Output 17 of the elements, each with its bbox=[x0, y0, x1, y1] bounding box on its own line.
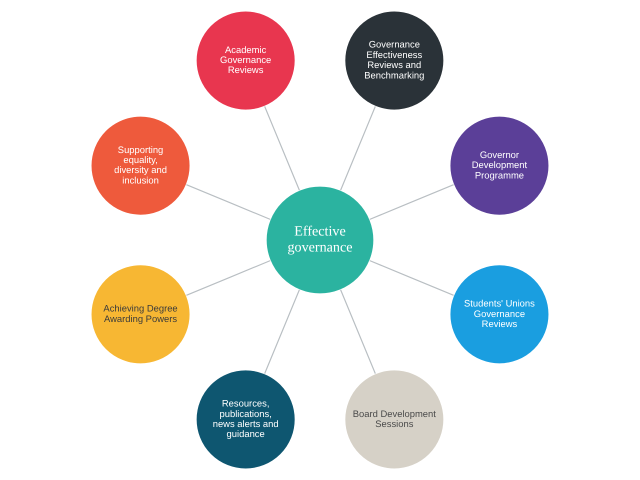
connector bbox=[186, 184, 270, 220]
connector bbox=[186, 260, 270, 296]
connector bbox=[370, 260, 454, 296]
connector bbox=[370, 184, 454, 220]
connector bbox=[340, 106, 376, 190]
connector bbox=[264, 106, 300, 190]
connector bbox=[264, 290, 300, 374]
node-circle: Effective governance bbox=[266, 186, 374, 294]
node-circle: Achieving Degree Awarding Powers bbox=[90, 264, 190, 364]
node-circle: Students' Unions Governance Reviews bbox=[450, 264, 550, 364]
connector bbox=[340, 290, 376, 374]
node-circle: Board Development Sessions bbox=[344, 370, 444, 470]
node-circle: Governor Development Programme bbox=[450, 116, 550, 216]
node-circle: Supporting equality, diversity and inclusion bbox=[90, 116, 190, 216]
node-circle: Academic Governance Reviews bbox=[196, 10, 296, 110]
node-circle: Governance Effectiveness Reviews and Benchmarking bbox=[344, 10, 444, 110]
node-circle: Resources, publications, news alerts and guidance bbox=[196, 370, 296, 470]
